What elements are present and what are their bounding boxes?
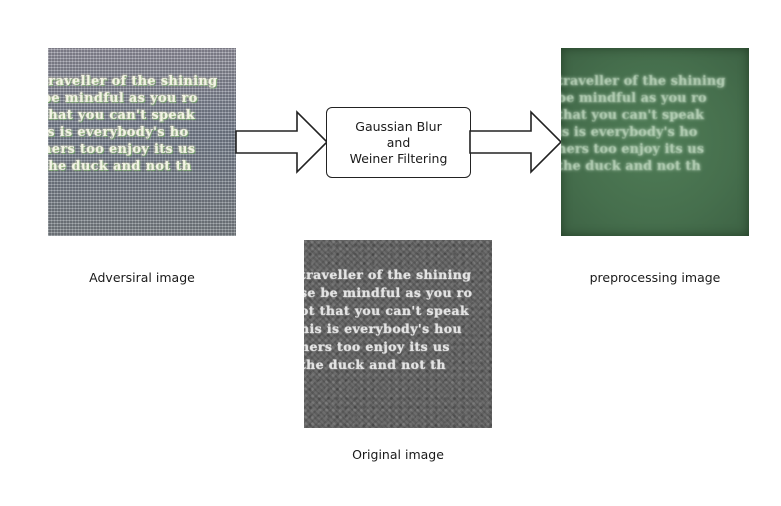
image-text-line: the duck and not th bbox=[48, 159, 192, 174]
right-arrow-icon bbox=[469, 110, 563, 174]
image-text-line: is is everybody's ho bbox=[561, 125, 698, 140]
original-caption: Original image bbox=[352, 447, 444, 462]
image-text-line: traveller of the shining bbox=[48, 74, 218, 89]
image-text-line: his is everybody's hou bbox=[304, 321, 462, 336]
image-text-line: se be mindful as you ro bbox=[304, 285, 473, 300]
image-text-line: be mindful as you ro bbox=[561, 91, 707, 106]
adversarial-image: traveller of the shining be mindful as y… bbox=[48, 48, 236, 236]
original-image: traveller of the shining se be mindful a… bbox=[304, 240, 492, 428]
adversarial-caption: Adversiral image bbox=[89, 270, 195, 285]
image-text-line: the duck and not th bbox=[304, 357, 446, 372]
image-text-line: be mindful as you ro bbox=[48, 91, 198, 106]
image-text-line: hers too enjoy its us bbox=[304, 339, 450, 354]
image-text-line: that you can't speak bbox=[561, 108, 705, 123]
image-text-line: traveller of the shining bbox=[304, 267, 472, 282]
process-line: and bbox=[386, 134, 411, 150]
preprocessed-caption: preprocessing image bbox=[589, 270, 721, 285]
process-line: Gaussian Blur bbox=[355, 118, 442, 134]
image-text-line: ot that you can't speak bbox=[304, 303, 470, 318]
process-box: Gaussian Blur and Weiner Filtering bbox=[326, 107, 471, 178]
image-text-line: the duck and not th bbox=[561, 159, 701, 174]
image-text-line: is is everybody's ho bbox=[48, 125, 189, 140]
preprocessed-image: traveller of the shining be mindful as y… bbox=[561, 48, 749, 236]
image-text-line: hers too enjoy its us bbox=[561, 142, 705, 157]
image-text-line: hers too enjoy its us bbox=[48, 142, 196, 157]
image-text-line: that you can't speak bbox=[48, 108, 196, 123]
right-arrow-icon bbox=[235, 110, 329, 174]
image-text-line: traveller of the shining bbox=[561, 74, 726, 89]
process-line: Weiner Filtering bbox=[349, 150, 448, 166]
